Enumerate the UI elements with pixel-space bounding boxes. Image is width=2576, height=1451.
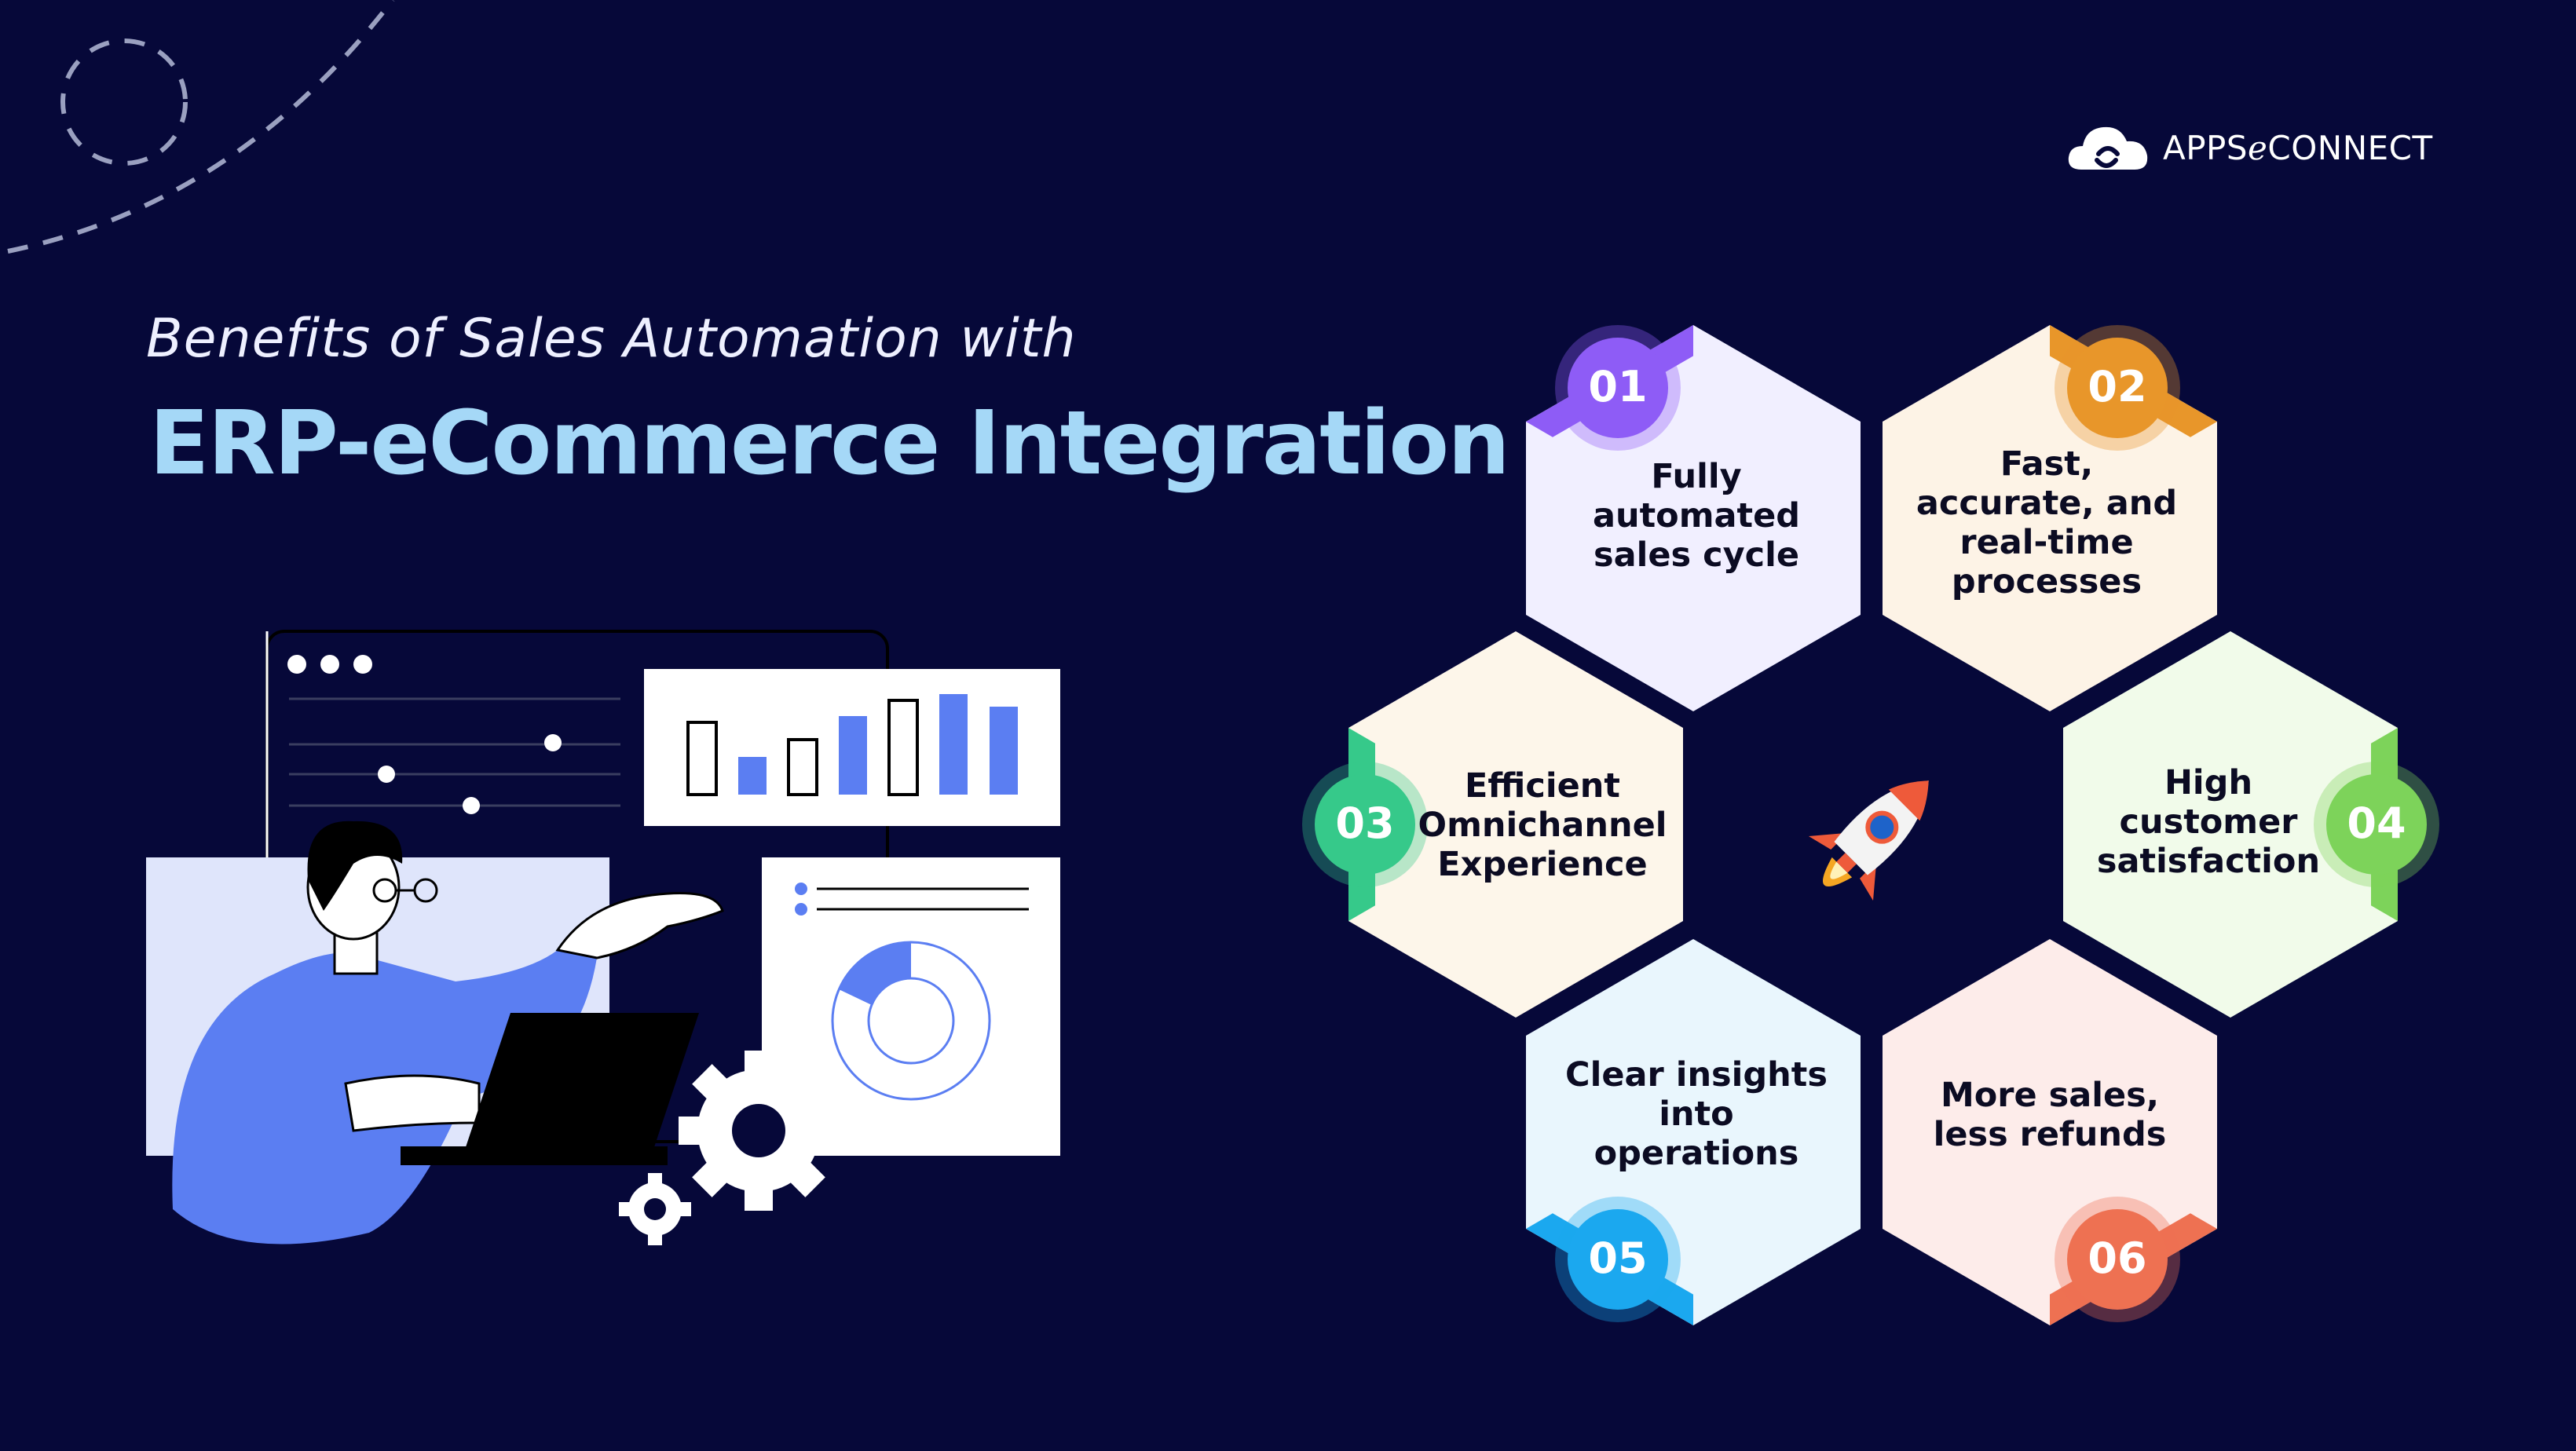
benefit-number-02: 02 <box>2088 362 2147 411</box>
dashed-decoration <box>7 0 395 254</box>
headline-title: ERP-eCommerce Integration <box>149 393 1510 495</box>
benefit-number-06: 06 <box>2088 1234 2147 1283</box>
benefit-number-03: 03 <box>1335 799 1395 848</box>
benefit-label-05: Clear insights into operations <box>1565 1055 1828 1173</box>
badge-circle-06 <box>2067 1209 2168 1310</box>
window-dot <box>320 655 339 674</box>
benefit-hexagon-04 <box>2063 631 2398 1018</box>
brand-logo-text: APPSℯCONNECT <box>2163 129 2433 167</box>
benefit-label-02: Fast, accurate, and real-time processes <box>1916 444 2178 601</box>
badge-circle-02 <box>2067 338 2168 438</box>
cloud-logo-icon <box>2068 126 2148 170</box>
badge-circle-01 <box>1568 338 1668 438</box>
window-dot <box>353 655 372 674</box>
person-illustration <box>146 630 1060 1245</box>
headline-subtitle: Benefits of Sales Automation with <box>146 308 1077 370</box>
benefit-label-01: Fully automated sales cycle <box>1592 457 1801 575</box>
benefit-label-03: Efficient Omnichannel Experience <box>1418 766 1667 884</box>
gear-icon <box>619 1173 691 1245</box>
badge-circle-03 <box>1315 774 1415 875</box>
badge-circle-05 <box>1568 1209 1668 1310</box>
benefit-label-06: More sales, less refunds <box>1933 1076 2167 1154</box>
badge-circle-04 <box>2326 774 2427 875</box>
benefit-number-04: 04 <box>2347 799 2406 848</box>
benefit-label-04: High customer satisfaction <box>2096 763 2321 881</box>
rocket-icon <box>1808 780 1929 901</box>
benefit-number-01: 01 <box>1588 362 1648 411</box>
gear-icon <box>679 1051 839 1211</box>
window-dot <box>287 655 306 674</box>
benefit-hexagon-03 <box>1348 631 1683 1018</box>
benefit-number-05: 05 <box>1588 1234 1648 1283</box>
